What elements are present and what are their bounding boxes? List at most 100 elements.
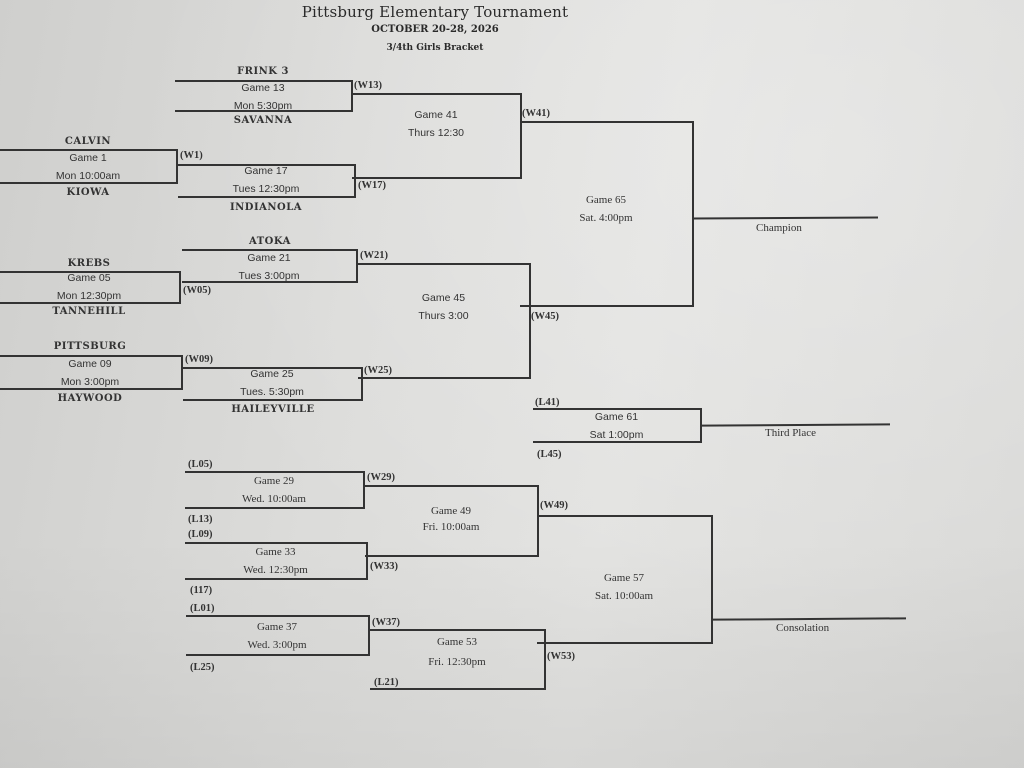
bracket-name: 3/4th Girls Bracket <box>386 43 484 53</box>
game-1-box <box>0 149 178 184</box>
ref-w09: (W09) <box>185 354 213 365</box>
game-53: Game 53 Fri. 12:30pm <box>370 632 544 672</box>
game-29-time: Wed. 10:00am <box>242 493 306 505</box>
game-05-time: Mon 12:30pm <box>56 290 122 302</box>
team-frink: FRINK 3 <box>237 66 289 77</box>
ref-l25: (L25) <box>190 662 215 673</box>
game-17-box <box>178 164 356 198</box>
game-49-label: Game 49 <box>430 505 471 517</box>
game-53-box <box>370 629 546 690</box>
ref-w49: (W49) <box>540 500 568 511</box>
game-65-label: Game 65 <box>585 194 626 206</box>
game-1: Game 1 Mon 10:00am <box>0 149 176 185</box>
game-09: Game 09 Mon 3:00pm <box>0 355 180 391</box>
game-57-label: Game 57 <box>603 572 644 584</box>
game-21: Game 21 Tues 3:00pm <box>182 249 356 285</box>
game-21-label: Game 21 <box>247 252 291 264</box>
ref-l05: (L05) <box>188 459 213 470</box>
game-41-label: Game 41 <box>414 109 458 121</box>
ref-w29: (W29) <box>367 472 395 483</box>
game-37-time: Wed. 3:00pm <box>247 639 307 651</box>
ref-w41: (W41) <box>522 108 550 119</box>
ref-l45: (L45) <box>537 449 562 460</box>
game-05: Game 05 Mon 12:30pm <box>0 269 178 305</box>
game-05-label: Game 05 <box>67 272 111 284</box>
game-05-box <box>0 271 181 304</box>
team-calvin: CALVIN <box>64 136 112 147</box>
ref-w33: (W33) <box>370 561 398 572</box>
game-61: Game 61 Sat 1:00pm <box>533 408 700 444</box>
game-53-label: Game 53 <box>436 636 477 648</box>
game-09-label: Game 09 <box>68 358 112 370</box>
team-indianola: INDIANOLA <box>229 202 303 213</box>
game-57-time: Sat. 10:00am <box>594 590 654 602</box>
game-45-time: Thurs 3:00 <box>418 310 469 322</box>
game-09-box <box>0 355 183 390</box>
ref-l21: (L21) <box>374 677 399 688</box>
game-13-time: Mon 5:30pm <box>233 100 293 112</box>
game-13-box <box>175 80 353 112</box>
team-savanna: SAVANNA <box>233 115 293 126</box>
ref-l13: (L13) <box>188 514 213 525</box>
champion-line <box>691 216 879 220</box>
game-25-time: Tues. 5:30pm <box>240 386 304 398</box>
game-33-label: Game 33 <box>255 546 296 558</box>
game-29-box <box>185 471 365 509</box>
ref-w25: (W25) <box>364 365 392 376</box>
game-53-time: Fri. 12:30pm <box>428 656 486 668</box>
team-kiowa: KIOWA <box>66 187 110 198</box>
team-haileyville: HAILEYVILLE <box>231 404 315 415</box>
game-17-time: Tues 12:30pm <box>232 183 300 195</box>
game-57-box <box>537 515 713 644</box>
ref-w1: (W1) <box>180 150 203 161</box>
game-37-label: Game 37 <box>256 621 297 633</box>
game-49-box <box>365 485 539 557</box>
game-41-box <box>352 93 522 179</box>
ref-l17: (117) <box>190 585 213 596</box>
ref-w21: (W21) <box>360 250 388 261</box>
game-57: Game 57 Sat. 10:00am <box>537 569 711 605</box>
game-25-label: Game 25 <box>250 368 294 380</box>
game-1-time: Mon 10:00am <box>55 170 121 182</box>
tournament-title: Pittsburg Elementary Tournament <box>301 3 569 21</box>
game-65-box <box>520 121 694 307</box>
game-33-time: Wed. 12:30pm <box>243 564 308 576</box>
ref-w53: (W53) <box>547 651 575 662</box>
ref-w05: (W05) <box>183 285 211 296</box>
game-61-time: Sat 1:00pm <box>589 429 644 441</box>
team-krebs: KREBS <box>67 258 111 269</box>
game-33-box <box>185 542 368 580</box>
game-09-time: Mon 3:00pm <box>60 376 120 388</box>
ref-l41: (L41) <box>535 397 560 408</box>
game-1-label: Game 1 <box>69 152 107 164</box>
consolation-line <box>711 617 907 621</box>
game-45-box <box>358 263 531 379</box>
game-13: Game 13 Mon 5:30pm <box>175 79 351 115</box>
game-33: Game 33 Wed. 12:30pm <box>185 543 366 579</box>
game-65-time: Sat. 4:00pm <box>579 212 633 224</box>
game-49: Game 49 Fri. 10:00am <box>365 503 537 535</box>
team-atoka: ATOKA <box>249 236 291 247</box>
game-37-box <box>186 615 370 656</box>
game-21-time: Tues 3:00pm <box>238 270 300 282</box>
game-49-time: Fri. 10:00am <box>422 521 480 533</box>
game-65: Game 65 Sat. 4:00pm <box>520 191 692 227</box>
game-41: Game 41 Thurs 12:30 <box>352 106 520 142</box>
ref-w37: (W37) <box>372 617 400 628</box>
game-13-label: Game 13 <box>241 82 285 94</box>
game-25: Game 25 Tues. 5:30pm <box>183 365 361 401</box>
game-17: Game 17 Tues 12:30pm <box>178 162 354 198</box>
ref-l01: (L01) <box>190 603 215 614</box>
ref-l09: (L09) <box>188 529 213 540</box>
game-61-box <box>533 408 702 443</box>
tournament-dates: OCTOBER 20-28, 2026 <box>371 24 499 35</box>
game-29-label: Game 29 <box>253 475 294 487</box>
game-41-time: Thurs 12:30 <box>407 127 465 139</box>
game-45-label: Game 45 <box>421 292 466 304</box>
game-21-box <box>182 249 358 283</box>
ref-w17: (W17) <box>358 180 386 191</box>
champion-label: Champion <box>756 222 802 234</box>
team-tannehill: TANNEHILL <box>52 306 126 317</box>
game-29: Game 29 Wed. 10:00am <box>185 472 363 508</box>
game-25-box <box>183 367 363 401</box>
